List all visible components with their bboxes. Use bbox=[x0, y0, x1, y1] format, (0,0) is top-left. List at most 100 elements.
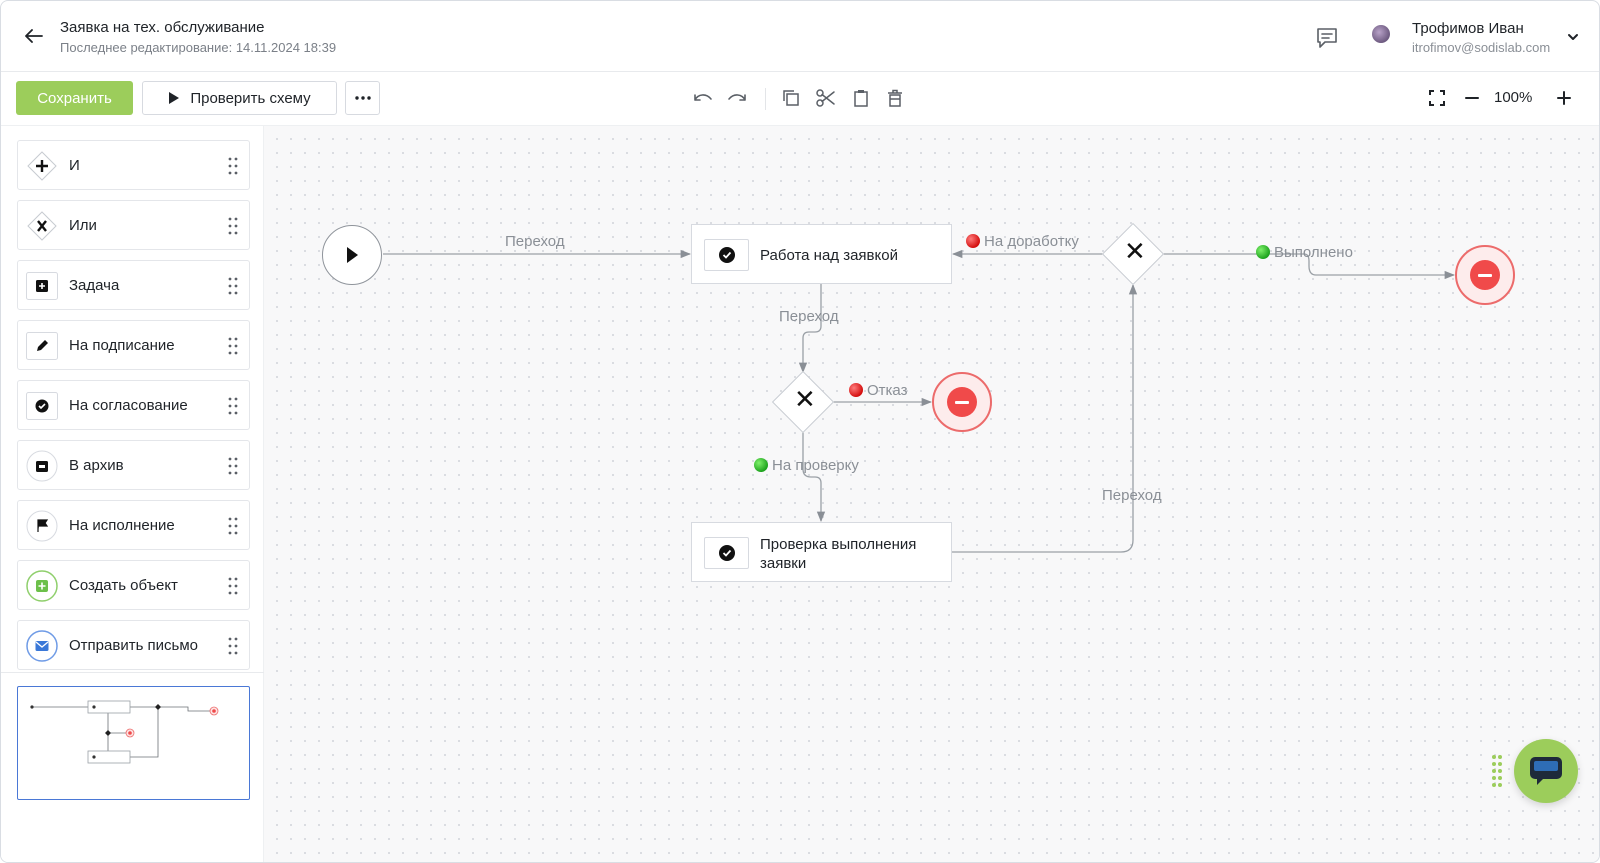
check-circle-icon bbox=[704, 537, 749, 569]
task-node-check[interactable]: Проверка выполнения заявки bbox=[691, 522, 952, 582]
save-button[interactable]: Сохранить bbox=[16, 81, 133, 115]
zoom-level: 100% bbox=[1494, 89, 1533, 106]
task-label-line2: заявки bbox=[760, 555, 807, 572]
palette-item-label: На исполнение bbox=[69, 517, 175, 534]
page-title: Заявка на тех. обслуживание bbox=[60, 19, 265, 36]
minimap[interactable] bbox=[17, 686, 250, 800]
palette-item-label: В архив bbox=[69, 457, 124, 474]
task-node-work[interactable]: Работа над заявкой bbox=[691, 224, 952, 284]
palette-item-and[interactable]: И bbox=[17, 140, 250, 190]
connections-layer bbox=[383, 249, 1456, 553]
element-palette-sidebar: И Или Задача На п bbox=[1, 126, 264, 862]
paste-icon[interactable] bbox=[849, 86, 873, 110]
edge-label-done: Выполнено bbox=[1256, 244, 1353, 261]
drag-handle-icon[interactable] bbox=[228, 217, 238, 235]
drag-handle-icon[interactable] bbox=[228, 637, 238, 655]
drag-handle-icon[interactable] bbox=[228, 397, 238, 415]
edge-done bbox=[1162, 253, 1456, 280]
edge-work-to-gateway bbox=[798, 284, 822, 374]
mail-icon bbox=[26, 630, 58, 662]
toolbar-divider bbox=[765, 88, 766, 110]
drag-handle-icon[interactable] bbox=[228, 517, 238, 535]
create-object-icon bbox=[26, 570, 58, 602]
red-status-dot bbox=[849, 383, 863, 397]
palette-item-label: Задача bbox=[69, 277, 120, 294]
comments-icon[interactable] bbox=[1314, 25, 1340, 51]
palette-item-label: И bbox=[69, 157, 80, 174]
avatar[interactable] bbox=[1372, 25, 1390, 43]
copy-icon[interactable] bbox=[779, 86, 803, 110]
palette-item-label: На подписание bbox=[69, 337, 175, 354]
edge-label-to-check: На проверку bbox=[754, 457, 859, 474]
x-diamond-icon bbox=[26, 210, 58, 242]
pencil-icon bbox=[26, 330, 58, 362]
toolbar: Сохранить Проверить схему bbox=[1, 72, 1599, 126]
drag-handle-icon[interactable] bbox=[228, 457, 238, 475]
minus-icon bbox=[1470, 260, 1500, 290]
zoom-in-icon[interactable] bbox=[1552, 86, 1576, 110]
zoom-out-icon[interactable] bbox=[1460, 86, 1484, 110]
x-icon: ✕ bbox=[794, 385, 816, 415]
last-edited-text: Последнее редактирование: 14.11.2024 18:… bbox=[60, 40, 337, 55]
back-arrow-icon[interactable] bbox=[21, 23, 47, 49]
palette-item-sign[interactable]: На подписание bbox=[17, 320, 250, 370]
more-options-button[interactable] bbox=[345, 81, 380, 115]
play-icon bbox=[347, 247, 358, 263]
palette-item-label: Или bbox=[69, 217, 97, 234]
check-schema-label: Проверить схему bbox=[190, 89, 311, 107]
undo-icon[interactable] bbox=[691, 86, 715, 110]
edge-label-reject: Отказ bbox=[849, 382, 907, 399]
minimap-preview bbox=[30, 700, 219, 764]
check-circle-icon bbox=[26, 390, 58, 422]
diagram-canvas[interactable]: Работа над заявкой Проверка выполнения з… bbox=[264, 126, 1599, 862]
palette-divider bbox=[1, 672, 264, 673]
task-label: Работа над заявкой bbox=[760, 247, 898, 264]
play-icon bbox=[169, 92, 180, 104]
drag-handle-icon[interactable] bbox=[228, 577, 238, 595]
task-label-line1: Проверка выполнения bbox=[760, 536, 917, 553]
check-circle-icon bbox=[704, 239, 749, 271]
check-schema-button[interactable]: Проверить схему bbox=[142, 81, 337, 115]
palette-item-approval[interactable]: На согласование bbox=[17, 380, 250, 430]
palette-item-execution[interactable]: На исполнение bbox=[17, 500, 250, 550]
palette-item-send-mail[interactable]: Отправить письмо bbox=[17, 620, 250, 670]
green-status-dot bbox=[1256, 245, 1270, 259]
fullscreen-icon[interactable] bbox=[1425, 86, 1449, 110]
minus-icon bbox=[947, 387, 977, 417]
edge-label-start: Переход bbox=[505, 233, 565, 250]
start-event[interactable] bbox=[322, 225, 382, 285]
palette-item-archive[interactable]: В архив bbox=[17, 440, 250, 490]
end-event-reject[interactable] bbox=[932, 372, 992, 432]
red-status-dot bbox=[966, 234, 980, 248]
edge-check-to-gateway bbox=[952, 283, 1138, 553]
task-square-icon bbox=[26, 270, 58, 302]
chat-drag-handle-icon[interactable] bbox=[1491, 754, 1503, 788]
user-name[interactable]: Трофимов Иван bbox=[1412, 20, 1524, 37]
archive-icon bbox=[26, 450, 58, 482]
palette-list[interactable]: И Или Задача На п bbox=[1, 126, 264, 672]
x-icon: ✕ bbox=[1124, 237, 1146, 267]
edge-label-rework: На доработку bbox=[966, 233, 1079, 250]
drag-handle-icon[interactable] bbox=[228, 337, 238, 355]
delete-icon[interactable] bbox=[883, 86, 907, 110]
cut-icon[interactable] bbox=[814, 86, 838, 110]
palette-item-create-object[interactable]: Создать объект bbox=[17, 560, 250, 610]
plus-diamond-icon bbox=[26, 150, 58, 182]
edge-label-work-out: Переход bbox=[779, 308, 839, 325]
end-event-done[interactable] bbox=[1455, 245, 1515, 305]
flag-icon bbox=[26, 510, 58, 542]
drag-handle-icon[interactable] bbox=[228, 157, 238, 175]
edge-to-check bbox=[802, 431, 826, 523]
palette-item-or[interactable]: Или bbox=[17, 200, 250, 250]
header: Заявка на тех. обслуживание Последнее ре… bbox=[1, 1, 1599, 72]
chat-icon bbox=[1530, 757, 1562, 785]
redo-icon[interactable] bbox=[725, 86, 749, 110]
palette-item-task[interactable]: Задача bbox=[17, 260, 250, 310]
chat-widget-button[interactable] bbox=[1514, 739, 1578, 803]
edge-label-check-out: Переход bbox=[1102, 487, 1162, 504]
chevron-down-icon[interactable] bbox=[1565, 29, 1581, 45]
drag-handle-icon[interactable] bbox=[228, 277, 238, 295]
green-status-dot bbox=[754, 458, 768, 472]
palette-item-label: На согласование bbox=[69, 397, 188, 414]
